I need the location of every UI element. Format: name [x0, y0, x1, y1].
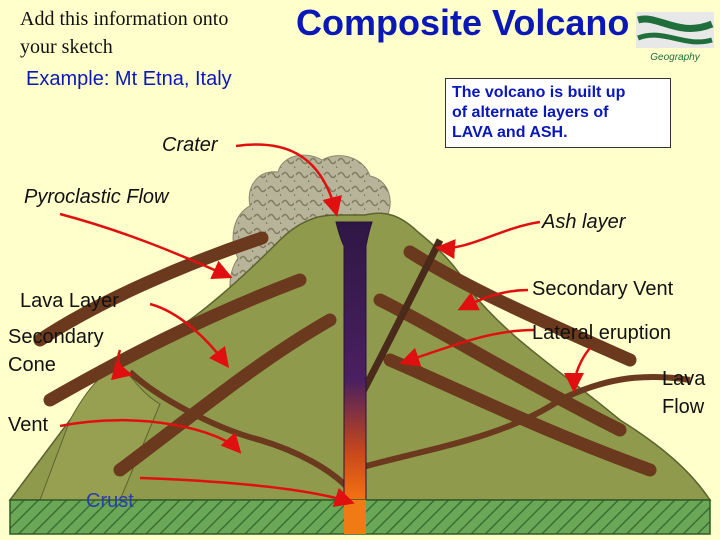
lateral-vent — [351, 373, 691, 473]
info-box: The volcano is built up of alternate lay… — [445, 78, 671, 148]
info-line-3: LAVA and ASH. — [452, 124, 568, 141]
label-arrows — [59, 143, 591, 507]
instruction-line-1: Add this information onto — [20, 8, 229, 30]
label-vent: Vent — [8, 414, 49, 436]
arrow-vent — [59, 419, 242, 454]
geography-logo-icon: Geography — [634, 8, 716, 64]
label-lava-flow-line-1: Lava — [662, 368, 706, 390]
label-lava-layer: Lava Layer — [20, 290, 119, 312]
label-lava-flow-line-2: Flow — [662, 396, 705, 418]
arrow-crater — [235, 143, 342, 217]
label-secondary-cone-line-1: Secondary — [8, 326, 104, 348]
instruction-line-2: your sketch — [20, 36, 113, 58]
label-secondary-vent: Secondary Vent — [532, 278, 674, 300]
magma-chamber-top — [344, 500, 366, 534]
label-crater: Crater — [162, 134, 218, 156]
lava-layers — [33, 231, 657, 477]
side-vent — [127, 369, 349, 489]
page-title: Composite Volcano — [296, 2, 630, 43]
label-ash-layer: Ash layer — [542, 211, 626, 233]
arrow-ash-layer — [435, 220, 541, 259]
arrow-lava-layer — [149, 302, 230, 368]
label-crust: Crust — [86, 490, 134, 512]
arrow-pyroclastic-flow — [59, 212, 233, 279]
arrow-lateral-eruption — [399, 328, 535, 367]
arrow-crust — [139, 476, 355, 507]
label-pyroclastic-flow: Pyroclastic Flow — [24, 186, 169, 208]
logo-text: Geography — [650, 52, 700, 63]
label-secondary-cone-line-2: Cone — [8, 354, 56, 376]
arrow-secondary-vent — [457, 288, 529, 311]
info-line-1: The volcano is built up — [452, 84, 626, 101]
arrow-secondary-cone — [111, 349, 133, 381]
info-line-2: of alternate layers of — [452, 104, 609, 121]
example-text: Example: Mt Etna, Italy — [26, 68, 232, 90]
label-lateral-eruption: Lateral eruption — [532, 322, 671, 344]
arrow-lava-flow — [564, 347, 591, 393]
